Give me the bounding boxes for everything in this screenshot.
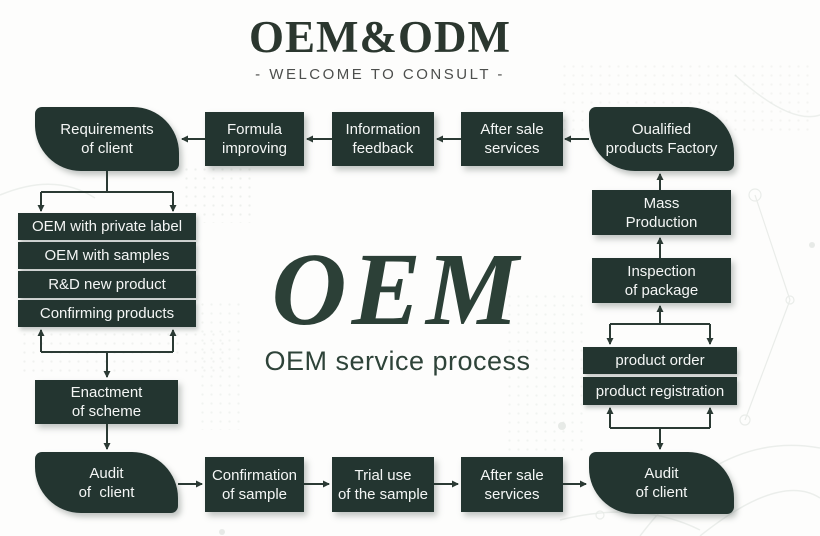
page-subtitle: - WELCOME TO CONSULT -	[255, 66, 505, 84]
flow-box-oem-with-private-label: OEM with private label	[18, 213, 196, 240]
center-caption: OEM service process	[264, 346, 531, 376]
flow-box-information-feedback: Information feedback	[332, 112, 434, 166]
flow-box-rd-new-product: R&D new product	[18, 271, 196, 298]
flow-box-formula-improving: Formula improving	[205, 112, 304, 166]
flow-box-requirements-of-client: Requirements of client	[35, 107, 179, 171]
center-oem-text: OEM	[271, 232, 524, 347]
flow-box-audit-of-client-right: Audit of client	[589, 452, 734, 514]
flow-box-inspection-of-package: Inspection of package	[592, 258, 731, 303]
page-title: OEM&ODM	[249, 12, 511, 62]
flow-box-audit-of-client-left: Audit of client	[35, 452, 178, 513]
flow-box-qualified-products-factory: Oualified products Factory	[589, 107, 734, 171]
flow-box-trial-use-of-sample: Trial use of the sample	[332, 457, 434, 512]
flow-box-confirming-products: Confirming products	[18, 300, 196, 327]
flow-box-after-sale-services-bottom: After sale services	[461, 457, 563, 512]
center-mark: OEM OEM service process	[215, 238, 580, 377]
flow-box-product-order: product order	[583, 347, 737, 374]
flow-box-product-registration: product registration	[583, 377, 737, 405]
flow-box-mass-production: Mass Production	[592, 190, 731, 235]
flow-box-after-sale-services-top: After sale services	[461, 112, 563, 166]
flow-box-oem-with-samples: OEM with samples	[18, 242, 196, 269]
flow-box-confirmation-of-sample: Confirmation of sample	[205, 457, 304, 512]
header: OEM&ODM - WELCOME TO CONSULT -	[0, 12, 760, 84]
flow-box-enactment-of-scheme: Enactment of scheme	[35, 380, 178, 424]
dot-texture-patch	[20, 330, 230, 376]
